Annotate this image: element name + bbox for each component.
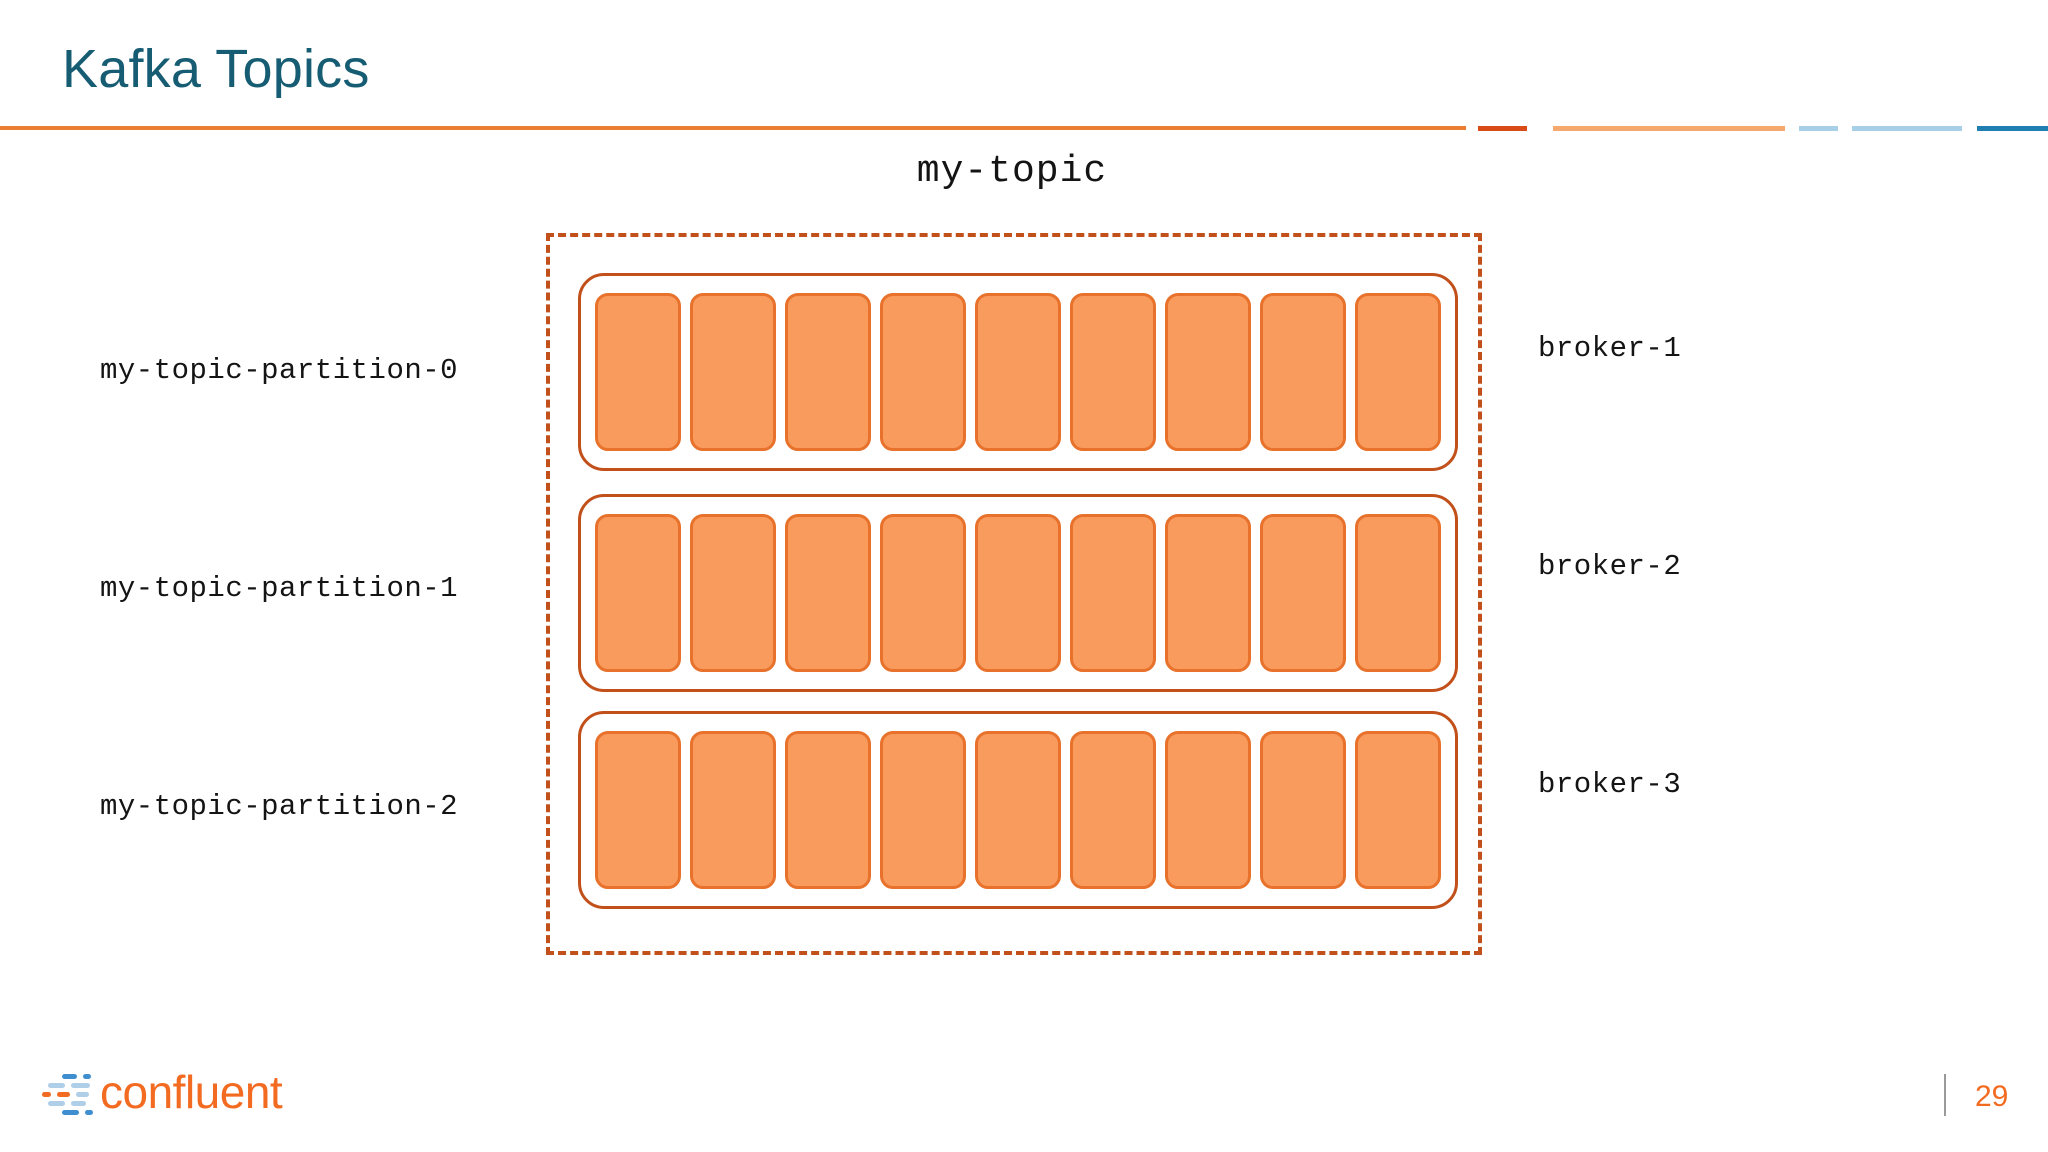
logo-dash-icon bbox=[48, 1083, 65, 1088]
topic-boundary bbox=[546, 233, 1482, 955]
message-cell bbox=[690, 731, 776, 889]
partition-row[interactable] bbox=[578, 273, 1458, 471]
logo-dash-icon bbox=[85, 1110, 93, 1115]
footer-divider bbox=[1944, 1074, 1946, 1116]
logo-dash-icon bbox=[42, 1092, 51, 1097]
message-cell bbox=[1260, 731, 1346, 889]
broker-label-0: broker-1 bbox=[1538, 332, 1682, 365]
logo-dash-icon bbox=[62, 1074, 77, 1079]
message-cell bbox=[975, 514, 1061, 672]
topic-name-label: my-topic bbox=[916, 150, 1108, 193]
message-cell bbox=[1165, 514, 1251, 672]
message-cell bbox=[595, 514, 681, 672]
topic-caption: my-topic bbox=[0, 150, 2048, 193]
message-cell bbox=[975, 293, 1061, 451]
partition-row[interactable] bbox=[578, 494, 1458, 692]
message-cell bbox=[975, 731, 1061, 889]
confluent-logo-wordmark: confluent bbox=[100, 1066, 283, 1118]
header-rule-segment-4 bbox=[1852, 126, 1962, 131]
message-cell bbox=[1070, 514, 1156, 672]
logo-dash-icon bbox=[71, 1083, 90, 1088]
message-cell bbox=[595, 293, 681, 451]
logo-dash-icon bbox=[57, 1092, 70, 1097]
message-cell bbox=[785, 731, 871, 889]
message-cell bbox=[1355, 731, 1441, 889]
partition-row[interactable] bbox=[578, 711, 1458, 909]
header-rule-segment-1 bbox=[1478, 126, 1527, 131]
message-cell bbox=[1070, 731, 1156, 889]
header-rule-segment-0 bbox=[0, 126, 1466, 130]
message-cell bbox=[690, 514, 776, 672]
message-cell bbox=[1165, 293, 1251, 451]
broker-label-1: broker-2 bbox=[1538, 550, 1682, 583]
logo-dash-icon bbox=[71, 1101, 86, 1106]
partition-label-2: my-topic-partition-2 bbox=[100, 790, 459, 823]
logo-dash-icon bbox=[62, 1110, 79, 1115]
header-rule-segment-3 bbox=[1799, 126, 1838, 131]
logo-dash-icon bbox=[83, 1074, 91, 1079]
logo-dash-icon bbox=[48, 1101, 65, 1106]
message-cell bbox=[1355, 293, 1441, 451]
broker-label-2: broker-3 bbox=[1538, 768, 1682, 801]
message-cell bbox=[880, 293, 966, 451]
message-cell bbox=[1260, 293, 1346, 451]
header-rule bbox=[0, 126, 2048, 134]
partition-label-1: my-topic-partition-1 bbox=[100, 572, 459, 605]
message-cell bbox=[880, 514, 966, 672]
header-rule-segment-2 bbox=[1553, 126, 1785, 131]
confluent-logo-mark-icon bbox=[42, 1072, 96, 1120]
message-cell bbox=[690, 293, 776, 451]
message-cell bbox=[1165, 731, 1251, 889]
confluent-logo: confluent bbox=[42, 1066, 312, 1124]
message-cell bbox=[1355, 514, 1441, 672]
message-cell bbox=[785, 514, 871, 672]
message-cell bbox=[785, 293, 871, 451]
logo-dash-icon bbox=[76, 1092, 89, 1097]
message-cell bbox=[1070, 293, 1156, 451]
message-cell bbox=[1260, 514, 1346, 672]
message-cell bbox=[595, 731, 681, 889]
page-number: 29 bbox=[1975, 1080, 2009, 1113]
message-cell bbox=[880, 731, 966, 889]
partition-label-0: my-topic-partition-0 bbox=[100, 354, 459, 387]
page-title: Kafka Topics bbox=[62, 39, 370, 99]
header-rule-segment-6 bbox=[2009, 126, 2048, 131]
